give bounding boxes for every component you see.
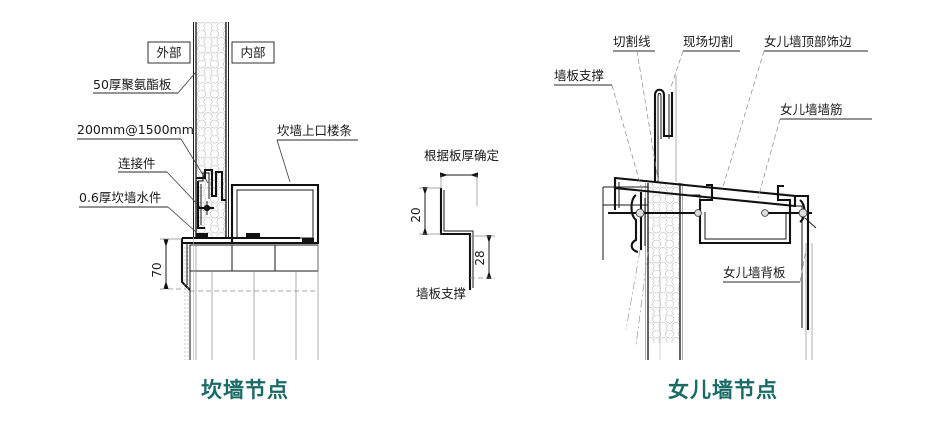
connector-leg	[196, 181, 205, 230]
dimension-leg-upper: 20	[409, 187, 441, 235]
callout-insulation-panel: 50厚聚氨酯板	[93, 71, 197, 94]
cut-line-label: 切割线	[613, 34, 651, 49]
thickness-note-label: 根据板厚确定	[424, 148, 499, 163]
support-bolt-right-head	[798, 208, 808, 218]
stud-top-lip-right	[776, 184, 792, 208]
parapet-back-panel-leader	[799, 249, 807, 283]
support-bracket-right-tail	[804, 217, 817, 229]
insulation-panel-leader	[177, 71, 197, 94]
parapet-top-trim-label: 女儿墙顶部饰边	[764, 34, 852, 49]
interior-label-text: 内部	[240, 45, 265, 60]
flashing-z-profile-inner	[443, 190, 474, 288]
interior-label-box	[231, 41, 275, 64]
sill-top-batten-profile	[230, 183, 320, 245]
sill-flashing-leader	[167, 206, 197, 233]
support-bolt-left-nut	[694, 209, 702, 217]
callout-parapet-back-panel: 女儿墙背板	[723, 249, 807, 283]
callout-parapet-stud: 女儿墙墙筋	[757, 102, 872, 199]
exterior-label-text: 外部	[156, 45, 181, 60]
fastener-spacing-label: 200mm@1500mm	[77, 122, 194, 137]
field-cut-fork-bracket	[653, 75, 677, 182]
exterior-label-box	[147, 41, 191, 64]
parapet-cap-right-leg-inner	[795, 205, 803, 328]
parapet-cap-right-leg	[795, 194, 810, 330]
middle-detail-group: 根据板厚确定 20 28 墙板支撑	[409, 148, 499, 301]
callout-field-cut: 现场切割	[669, 34, 740, 91]
leg-lower-dim-text: 28	[473, 250, 487, 265]
flashing-z-profile	[439, 188, 472, 290]
masonry-courses	[184, 244, 319, 360]
sill-flashing-plate	[180, 233, 300, 291]
parapet-stud-label: 女儿墙墙筋	[780, 102, 843, 117]
support-bolt-right-nut	[761, 209, 769, 217]
panel-support-label-right: 墙板支撑	[554, 68, 605, 83]
callout-sill-top-batten: 坎墙上口楼条	[276, 123, 358, 183]
callout-cut-line: 切割线	[613, 34, 659, 181]
parapet-panel-core	[648, 183, 680, 343]
left-detail-group: 外部 内部 50厚聚氨酯板 200mm@1500mm 连接件 0.6厚坎墙水件	[77, 22, 358, 402]
batten-outer	[230, 183, 320, 245]
right-detail-group: 墙板支撑 切割线 现场切割 女儿墙顶部饰边 女儿墙墙筋 女儿墙背板	[554, 34, 872, 402]
connector-leader	[166, 171, 201, 208]
callout-parapet-top-trim: 女儿墙顶部饰边	[721, 34, 868, 191]
sill-top-batten-leader	[276, 139, 291, 183]
panel-support-bracket-right	[761, 199, 817, 229]
callout-panel-support-right: 墙板支撑	[554, 68, 643, 191]
panel-support-bracket-left	[608, 192, 702, 254]
sill-drop-dim-text: 70	[150, 262, 164, 277]
callout-connector: 连接件	[118, 156, 201, 208]
stud-web	[698, 208, 792, 245]
sill-top-batten-label: 坎墙上口楼条	[277, 123, 353, 138]
fork-bracket-inner	[657, 92, 662, 182]
zone-label-interior: 内部	[231, 41, 275, 64]
parapet-top-trim-leader	[721, 50, 765, 191]
connector-bracket-profile	[196, 168, 226, 202]
zone-label-exterior: 外部	[147, 41, 191, 64]
field-cut-leader	[669, 50, 684, 91]
leg-upper-dim-text: 20	[409, 207, 423, 222]
stud-flange-left	[690, 194, 701, 208]
parapet-stud-channel	[690, 183, 792, 245]
panel-support-leader	[611, 84, 643, 191]
parapet-top-trim-profile	[602, 176, 810, 330]
field-cut-label: 现场切割	[683, 34, 733, 49]
dimension-sill-drop: 70	[150, 238, 186, 290]
flashing-fastener-a	[196, 233, 208, 238]
flashing-drop-leg	[180, 238, 191, 291]
connector-bracket-inner	[198, 172, 210, 199]
support-bolt-left-head	[635, 208, 645, 218]
insulation-panel-label: 50厚聚氨酯板	[93, 77, 172, 92]
cut-line-leader	[636, 50, 659, 181]
support-bracket-left-profile	[630, 194, 639, 254]
parapet-back-panel-label: 女儿墙背板	[723, 265, 786, 280]
batten-end-block	[302, 238, 314, 243]
fork-bracket-profile	[653, 88, 674, 182]
left-detail-title: 坎墙节点	[201, 378, 289, 402]
right-detail-title: 女儿墙节点	[668, 378, 778, 402]
sill-flashing-label: 0.6厚坎墙水件	[79, 190, 161, 205]
anchor-bolt	[199, 201, 214, 215]
parapet-wall-panel	[645, 183, 683, 360]
break-line-a	[625, 249, 641, 331]
stud-web-inner	[704, 212, 787, 240]
connector-bracket	[196, 168, 226, 230]
panel-support-label-middle: 墙板支撑	[416, 286, 467, 301]
parapet-stud-leader	[757, 118, 781, 199]
connector-label: 连接件	[118, 156, 156, 171]
flashing-fastener-b	[246, 233, 260, 238]
dimension-leg-lower: 28	[470, 235, 495, 279]
callout-sill-flashing: 0.6厚坎墙水件	[79, 190, 197, 233]
